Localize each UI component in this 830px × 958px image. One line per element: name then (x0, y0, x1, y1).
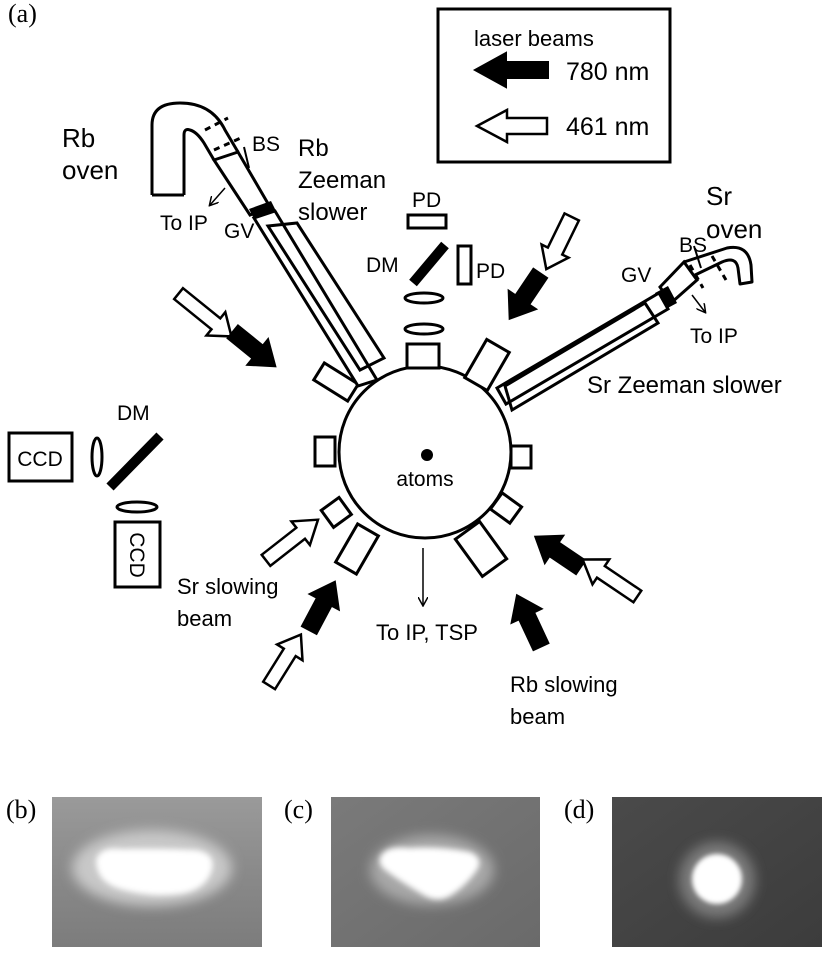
port (311, 360, 361, 404)
rb-slowing-line1: Rb slowing (510, 672, 618, 697)
rb-to-ip-label: To IP (160, 212, 208, 235)
legend-frame (436, 7, 672, 164)
sr-beam-arrow-upper-left (172, 286, 234, 338)
image-d (612, 797, 822, 947)
lens-left (90, 436, 104, 478)
ccd-left (7, 431, 74, 483)
sr-beam-arrow-lower-right (580, 558, 644, 604)
sr-gv-label: GV (621, 264, 651, 287)
legend-780nm: 780 nm (566, 58, 649, 86)
legend-title: laser beams (474, 26, 594, 51)
sr-beam-arrow-lower-left (261, 632, 304, 691)
sr-zeeman-coil (503, 300, 661, 413)
sr-bs-tick (693, 245, 702, 269)
rb-zeeman-line2: Zeeman (298, 167, 386, 194)
image-d-cloud (692, 854, 742, 904)
rb-oven (150, 101, 240, 197)
image-b-cloud (96, 848, 213, 896)
rb-slowing-label: Rb slowing beam (510, 672, 624, 729)
to-ip-tsp-label: To IP, TSP (376, 620, 478, 645)
image-c (331, 797, 540, 947)
rb-slowing-line2: beam (510, 704, 565, 729)
legend-461nm: 461 nm (566, 113, 649, 141)
lens-top-2 (403, 322, 445, 336)
dm-top (409, 241, 449, 287)
dm-left-label: DM (117, 402, 150, 425)
sr-slowing-line1: Sr slowing (177, 574, 278, 599)
sr-beam-arrow-sr-slowing (259, 518, 320, 568)
image-c-cloud (379, 847, 480, 900)
rb-beam-arrow-rb-slowing (510, 593, 550, 652)
rb-oven-label-line2: oven (62, 155, 118, 185)
laser-arrows (172, 211, 644, 691)
sr-beam-arrow-top-right (539, 211, 581, 271)
rb-bs-tick (243, 146, 250, 169)
sr-zeeman-label: Sr Zeeman slower (587, 372, 782, 399)
dm-left (106, 432, 164, 491)
sr-oven-label-line2: oven (706, 214, 762, 244)
rb-beam-arrow-lower-left (300, 580, 341, 636)
pd-top (406, 213, 448, 230)
port (462, 337, 512, 393)
rb-beam-arrow-lower-right (533, 534, 587, 576)
left-imaging (7, 431, 164, 589)
atoms-dot (421, 449, 433, 461)
rb-gv-label: GV (224, 220, 254, 243)
image-b (52, 797, 262, 947)
rb-zeeman-line3: slower (298, 199, 367, 226)
sr-oven-dashes (688, 255, 728, 289)
chamber-ports (311, 337, 533, 579)
sr-oven (683, 245, 754, 286)
port (488, 490, 524, 526)
port (319, 495, 354, 530)
rb-beam-arrow-upper-left (226, 324, 277, 368)
lens-top-1 (403, 291, 445, 305)
rb-oven-dashes (204, 116, 244, 152)
rb-oven-label: Rb oven (62, 123, 118, 185)
rb-oven-label-line1: Rb (62, 123, 95, 153)
rb-beam-legend-arrow (472, 51, 549, 89)
port (333, 521, 381, 577)
sr-to-ip-label: To IP (690, 325, 738, 348)
ccd-bottom-label: CCD (125, 532, 148, 578)
pd-right (456, 244, 473, 286)
top-optics (403, 213, 473, 336)
rb-bs-label: BS (252, 133, 280, 156)
rb-beam-arrow-top-right (507, 267, 549, 321)
ccd-bottom (113, 520, 162, 589)
panel-label-c: (c) (284, 795, 313, 824)
port (509, 444, 533, 470)
sr-zeeman-slower (494, 290, 671, 407)
atoms-label: atoms (396, 468, 453, 491)
port (405, 342, 441, 370)
panel-label-d: (d) (564, 795, 594, 824)
port (453, 519, 509, 579)
sr-to-ip-arrow (691, 294, 705, 312)
panel-label-b: (b) (6, 795, 36, 824)
rb-gate-valve (249, 201, 276, 219)
sr-oven-label: Sr oven (706, 181, 762, 244)
lens-bottom (115, 500, 159, 514)
pd-top-label: PD (412, 189, 441, 212)
panel-label-a: (a) (8, 0, 37, 28)
sr-slowing-line2: beam (177, 606, 232, 631)
legend: laser beams 780 nm 461 nm (436, 7, 672, 164)
rb-zeeman-line1: Rb (298, 135, 329, 162)
sr-slowing-label: Sr slowing beam (177, 574, 285, 631)
pd-right-label: PD (476, 260, 505, 283)
sr-bs-label: BS (679, 234, 707, 257)
rb-zeeman-label: Rb Zeeman slower (298, 135, 393, 226)
rb-zeeman-coil (265, 221, 387, 372)
port (313, 435, 337, 468)
sr-gate-valve (655, 286, 677, 310)
rb-to-ip-arrow (210, 187, 226, 205)
dm-top-label: DM (366, 254, 399, 277)
sr-beam-legend-arrow (474, 107, 549, 145)
sr-oven-label-line1: Sr (706, 181, 732, 211)
ccd-left-label: CCD (17, 448, 63, 471)
